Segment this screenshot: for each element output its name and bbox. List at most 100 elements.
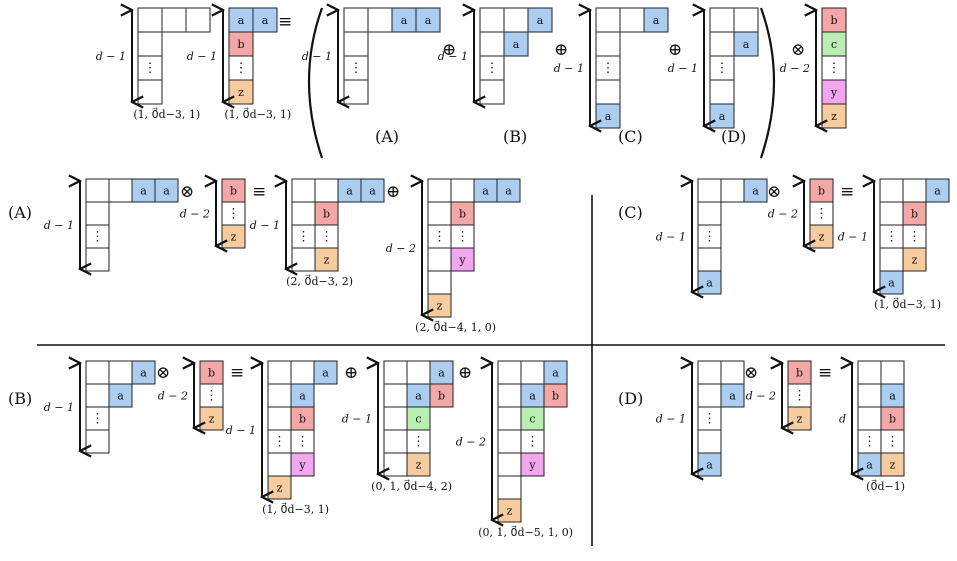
cell-empty (450, 178, 475, 203)
cell-label: a (262, 14, 269, 27)
cell-label: z (819, 231, 825, 244)
cell-empty (595, 7, 621, 33)
cell-label: ⋮ (412, 435, 425, 450)
cell-empty (497, 452, 522, 477)
cell-label: ⋮ (456, 230, 469, 245)
cell-z (314, 247, 339, 272)
cell-label: ⋮ (227, 207, 240, 222)
cell-empty (85, 247, 110, 272)
cell-empty (720, 360, 745, 385)
cell-label: ⋮ (828, 61, 841, 76)
cell-label: a (163, 185, 170, 198)
cell-empty (697, 178, 722, 203)
young-diagram-B-lhs2: b⋮zd − 2 (158, 361, 224, 430)
cell-empty (857, 383, 882, 408)
cell-empty (367, 7, 393, 33)
cell-label: ⋮ (144, 61, 157, 76)
cell-empty (879, 201, 904, 226)
tensor-symbol: ⊗ (791, 40, 805, 60)
dimension-label: d − 1 (226, 424, 256, 437)
dimension-label: d − 1 (44, 401, 74, 414)
dimension-label: d − 2 (746, 390, 776, 403)
cell-empty (857, 360, 882, 385)
tensor-symbol: ⊗ (180, 182, 194, 202)
cell-empty (343, 7, 369, 33)
cell-label: a (605, 110, 612, 123)
caption-A: (A) (375, 127, 399, 146)
cell-label: z (890, 459, 896, 472)
cell-a (252, 7, 278, 33)
cell-z (880, 452, 905, 477)
cell-empty (137, 7, 163, 33)
weight-coordinate: (2, 0⃗d−3, 2) (286, 274, 353, 288)
cell-label: ⋮ (433, 230, 446, 245)
weight-coordinate: (1, 0⃗d−3, 1) (133, 107, 200, 121)
cell-label: ⋮ (703, 230, 716, 245)
cell-empty (709, 31, 735, 57)
cell-empty (290, 360, 315, 385)
cell-empty (697, 247, 722, 272)
cell-a (720, 383, 745, 408)
cell-empty (879, 247, 904, 272)
dimension-label: d − 2 (386, 242, 416, 255)
quadrant-label-D: (D) (618, 389, 643, 408)
young-diagram-top-D: a⋮ad − 1 (668, 8, 759, 128)
cell-label: b (230, 185, 237, 198)
weight-coordinate: (0⃗d−1) (866, 479, 905, 493)
cell-empty (291, 178, 316, 203)
dimension-label: d − 2 (780, 62, 810, 75)
cell-empty (720, 178, 745, 203)
cell-a (496, 178, 521, 203)
cell-empty (497, 360, 522, 385)
dimension-label: d − 1 (44, 219, 74, 232)
cell-label: z (324, 254, 330, 267)
cell-label: b (323, 208, 330, 221)
young-diagram-C-lhs2: b⋮zd − 2 (768, 179, 834, 248)
cell-label: ⋮ (526, 435, 539, 450)
cell-label: z (209, 413, 215, 426)
cell-label: a (299, 390, 306, 403)
equiv-symbol: ≡ (230, 363, 244, 383)
dimension-label: d − 1 (838, 231, 868, 244)
cell-empty (383, 429, 408, 454)
cell-empty (314, 178, 339, 203)
cell-empty (343, 79, 369, 105)
cell-empty (406, 360, 431, 385)
cell-empty (291, 247, 316, 272)
cell-label: ⋮ (885, 230, 898, 245)
dimension-label: d − 1 (438, 50, 468, 63)
cell-label: ⋮ (350, 61, 363, 76)
tensor-symbol: ⊗ (156, 363, 170, 383)
caption-B: (B) (503, 127, 527, 146)
cell-a (313, 360, 338, 385)
cell-b (543, 383, 568, 408)
caption-C: (C) (618, 127, 643, 146)
cell-label: b (830, 14, 837, 27)
cell-a (503, 31, 529, 57)
cell-empty (479, 7, 505, 33)
oplus-symbol: ⊕ (668, 40, 682, 60)
cell-empty (383, 406, 408, 431)
cell-label: a (415, 390, 422, 403)
quadrant-label-B: (B) (8, 389, 32, 408)
cell-label: ⋮ (297, 230, 310, 245)
young-diagram-top-lhs1: ⋮d − 1(1, 0⃗d−3, 1) (96, 7, 211, 121)
young-diagram-top-B: aa⋮d − 1 (438, 7, 553, 104)
cell-empty (619, 7, 645, 33)
cell-label: b (911, 208, 918, 221)
cell-label: a (117, 390, 124, 403)
young-diagram-D-lhs2: b⋮zd − 2 (746, 361, 812, 430)
caption-D: (D) (721, 127, 746, 146)
dimension-label: d − 2 (180, 208, 210, 221)
weight-coordinate: (0, 1, 0⃗d−4, 2) (371, 479, 452, 493)
cell-label: a (866, 459, 873, 472)
dimension-label: d − 1 (342, 413, 372, 426)
cell-label: ⋮ (815, 207, 828, 222)
cell-label: z (277, 482, 283, 495)
dimension-label: d − 1 (187, 50, 217, 63)
cell-label: a (238, 14, 245, 27)
